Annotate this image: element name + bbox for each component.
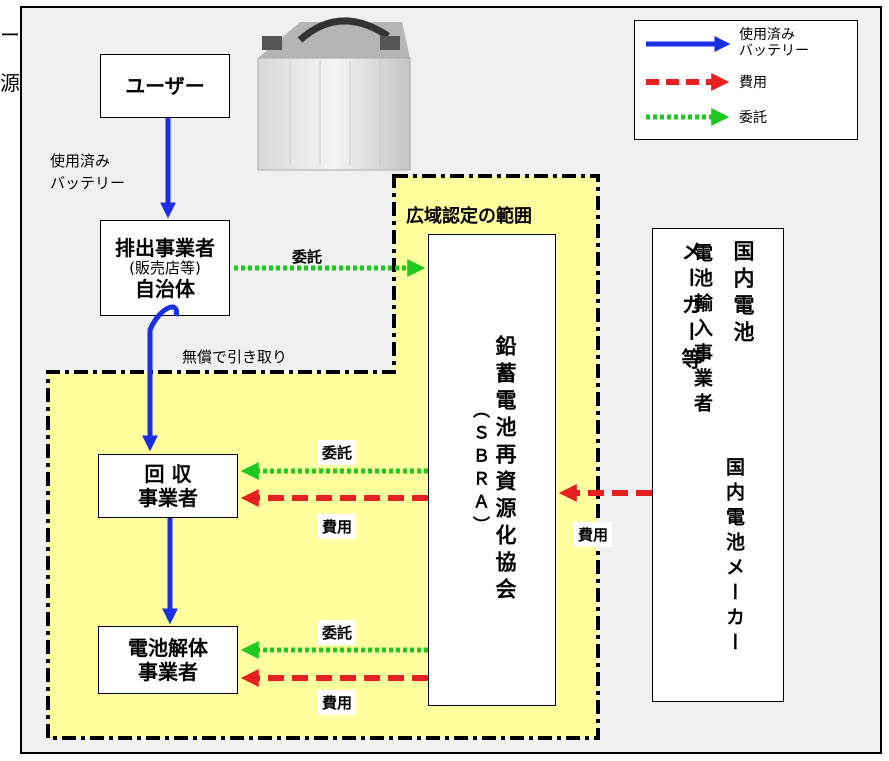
node-collector-line2: 事業者 [138, 486, 198, 510]
label-cost-mid: 費用 [318, 514, 357, 539]
node-dismantler: 電池解体 事業者 [98, 626, 238, 694]
makers-col-2: メーカー等 [679, 240, 703, 375]
label-consign-mid: 委託 [318, 440, 357, 465]
node-discharger: 排出事業者 (販売店等) 自治体 [100, 220, 230, 316]
label-consign-top: 委託 [292, 248, 323, 266]
node-collector: 回 収 事業者 [98, 454, 238, 518]
makers-top-columns: 国内電池 メーカー等 [676, 240, 758, 375]
node-sbra: （ＳＢＲＡ） 鉛蓄電池再資源化協会 [428, 234, 556, 706]
label-cost-low: 費用 [318, 690, 357, 715]
makers-col-3: 国内電池メーカー [723, 457, 745, 657]
makers-import-group: 国内電池メーカー [722, 243, 746, 657]
legend-cost-label: 費用 [739, 75, 767, 91]
node-dismantler-line1: 電池解体 [128, 636, 208, 660]
legend-used-battery-label: 使用済み バッテリー [739, 27, 809, 59]
label-consign-low: 委託 [318, 620, 357, 645]
node-collector-line1: 回 収 [144, 462, 192, 486]
edge-char-1: ー [0, 23, 20, 47]
node-user: ユーザー [100, 54, 230, 118]
makers-domestic-group: 電池輸入事業者 [690, 243, 714, 418]
label-free-pickup: 無償で引き取り [182, 348, 288, 366]
node-discharger-line1: 排出事業者 [115, 235, 215, 260]
node-sbra-paren: （ＳＢＲＡ） [469, 401, 489, 539]
label-cost-maker: 費用 [574, 522, 613, 547]
node-user-label: ユーザー [125, 74, 205, 98]
label-used-battery: 使用済み バッテリー [50, 152, 126, 192]
label-wide-area: 広域認定の範囲 [406, 206, 532, 227]
node-discharger-line3: 自治体 [135, 276, 195, 301]
arrow-discharger-to-collector [141, 304, 179, 452]
node-dismantler-line2: 事業者 [138, 660, 198, 684]
legend-consign-label: 委託 [739, 110, 767, 126]
node-discharger-line2: (販売店等) [129, 258, 201, 277]
node-sbra-label: 鉛蓄電池再資源化協会 [493, 335, 517, 605]
makers-col-1: 国内電池 [731, 240, 755, 348]
edge-char-2: 源 [0, 71, 20, 95]
node-makers: 電池輸入事業者 国内電池メーカー [652, 228, 784, 702]
makers-col-4: 電池輸入事業者 [691, 243, 713, 418]
